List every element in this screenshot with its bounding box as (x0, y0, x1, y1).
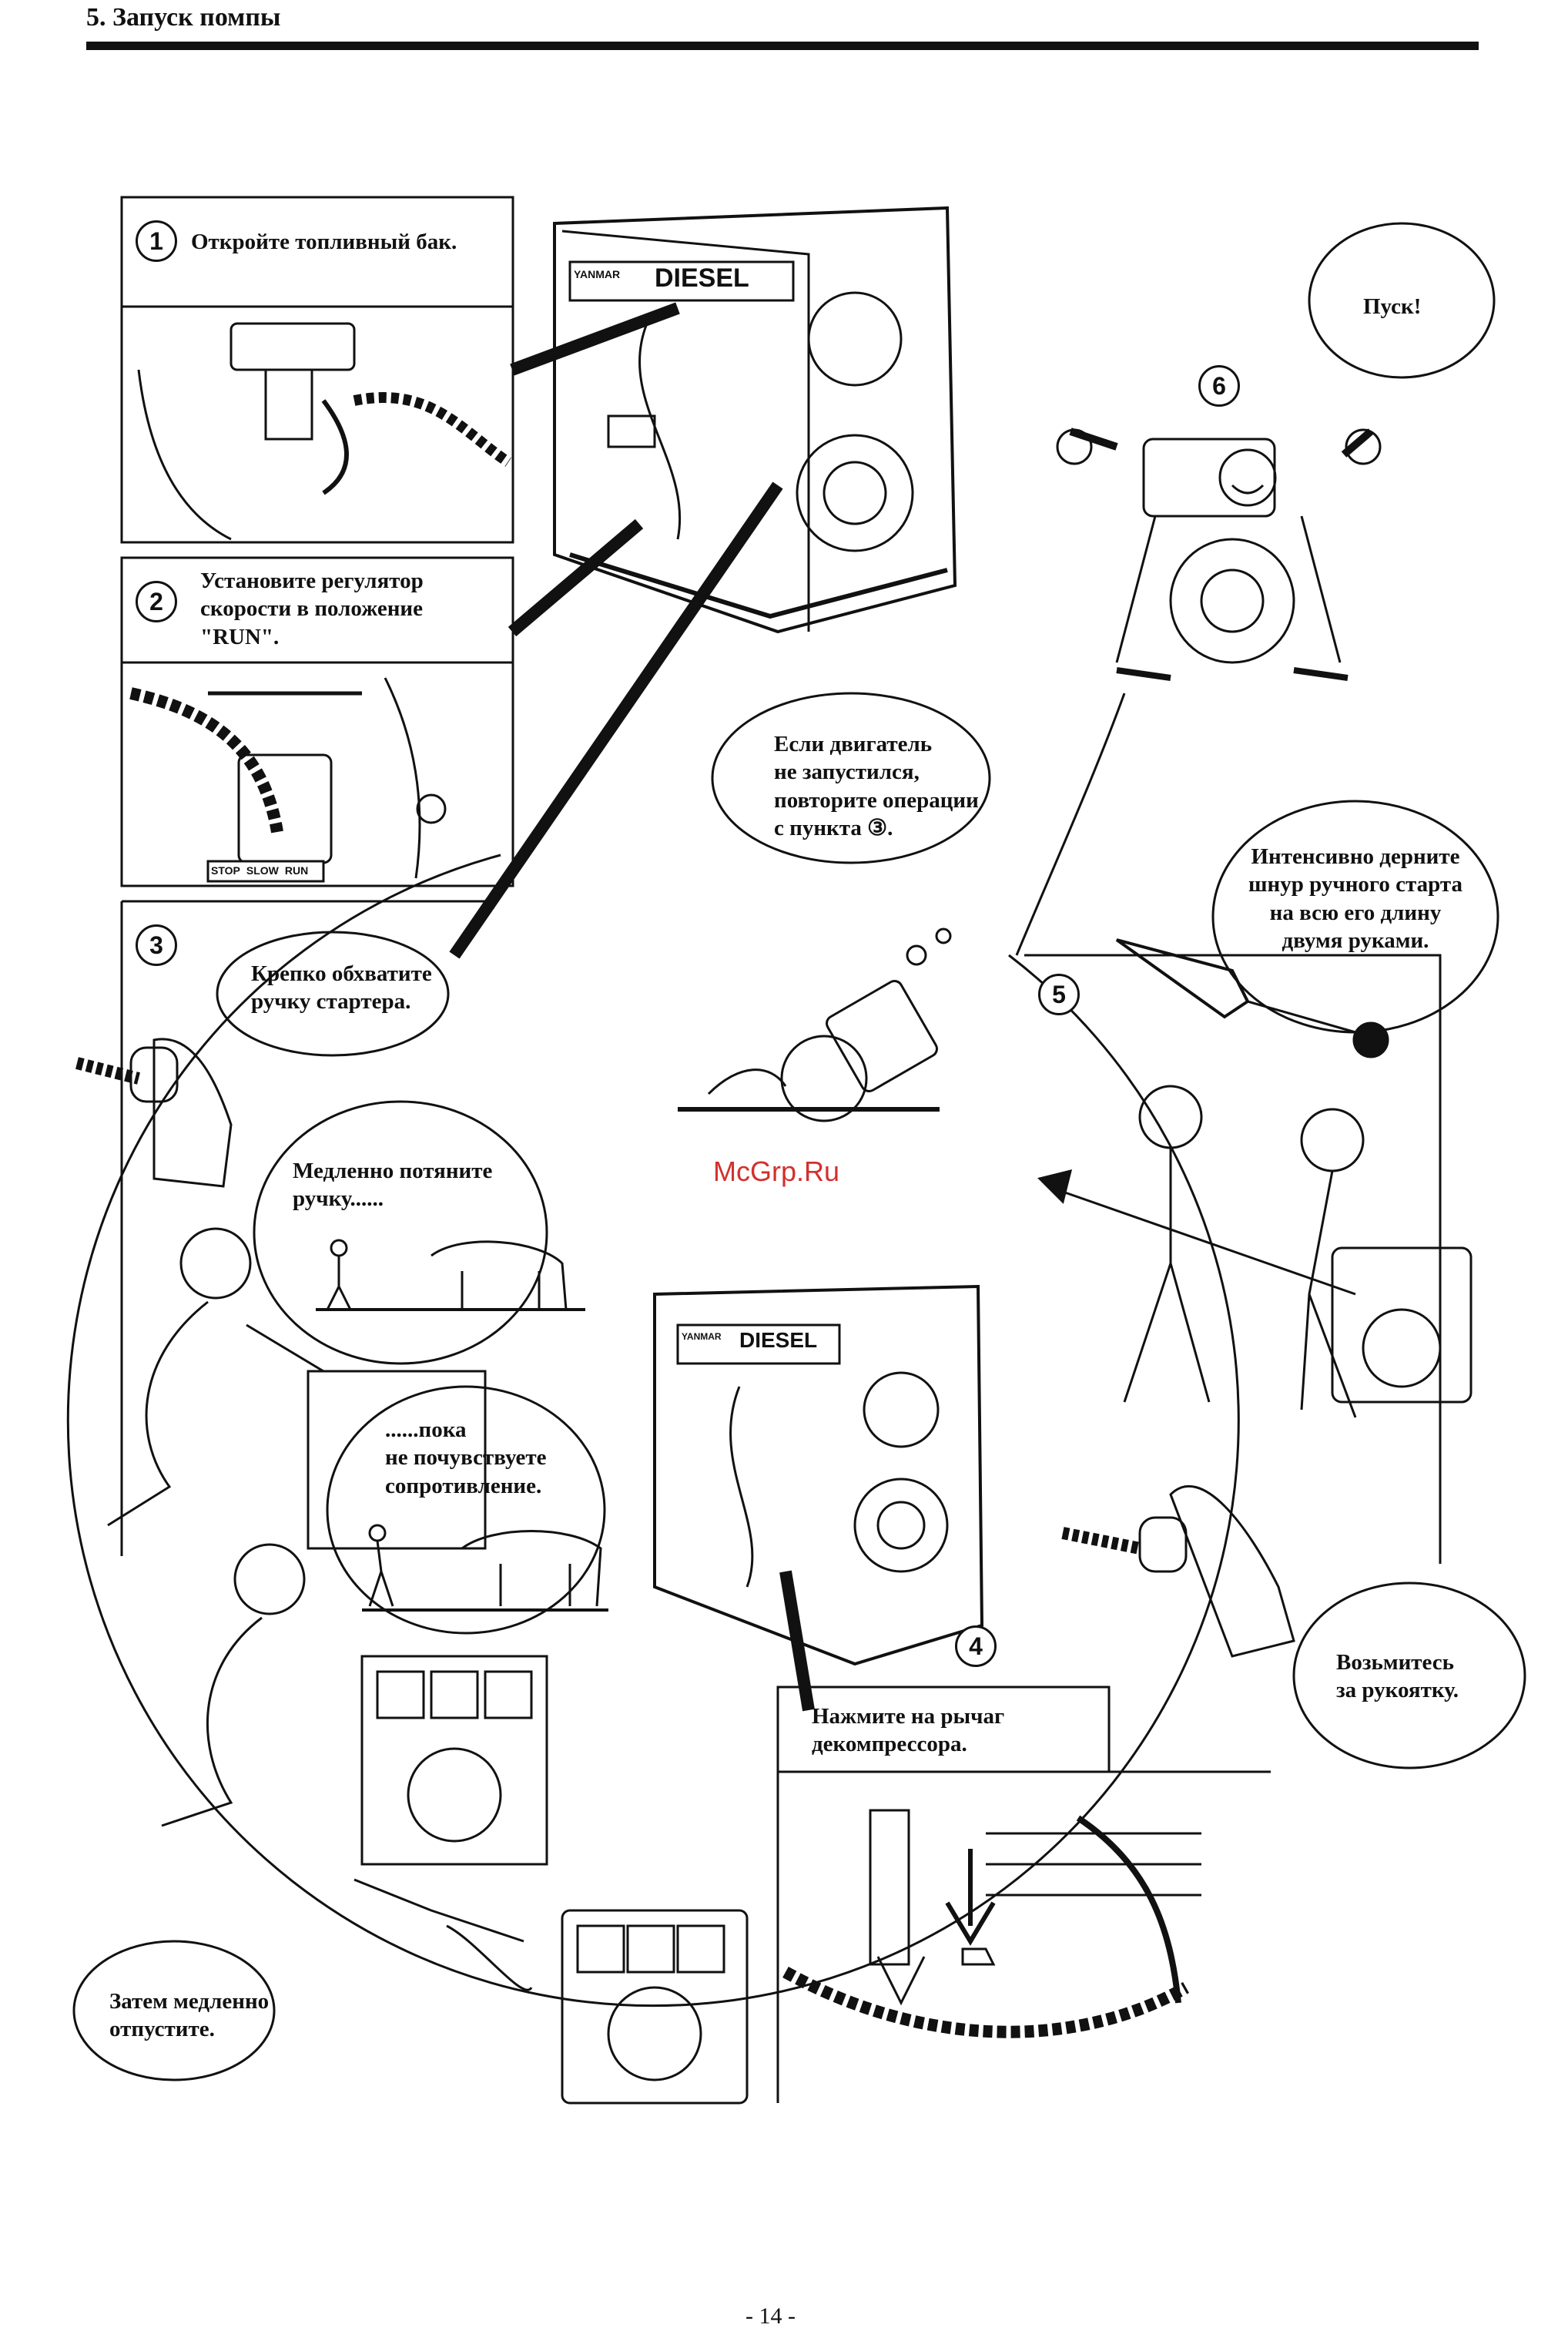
grab-bubble-text: Возьмитесь за рукоятку. (1336, 1649, 1459, 1705)
step1-text: Откройте топливный бак. (191, 230, 457, 254)
step4-text: Нажмите на рычаг декомпрессора. (812, 1702, 1004, 1759)
resistance-line: ......пока (385, 1417, 467, 1442)
step3-panel (120, 900, 494, 1556)
step2-panel (120, 556, 514, 887)
step6-bubble (1308, 222, 1496, 379)
retry-line: повторите операции (774, 787, 979, 813)
resistance-bubble (326, 1385, 606, 1635)
step2-number: 2 (136, 581, 177, 622)
speed-switch-labels: STOP SLOW RUN (211, 864, 308, 877)
grab-line: Возьмитесь (1336, 1650, 1454, 1675)
step3-text: Крепко обхватите ручку стартера. (251, 960, 432, 1016)
bull-scene-1-drawing (316, 1239, 585, 1311)
retry-bubble-text: Если двигатель не запустился, повторите … (774, 730, 979, 842)
header-rule (86, 42, 1479, 50)
step5-number: 5 (1038, 974, 1080, 1015)
happy-engine-drawing (1056, 428, 1382, 681)
switch-label-run: RUN (284, 864, 309, 877)
page-number: - 14 - (745, 2303, 796, 2329)
step5-line: Интенсивно дерните (1251, 844, 1460, 869)
fuel-valve-drawing (137, 322, 511, 541)
release-line: Затем медленно (109, 1989, 270, 2014)
step4-line: декомпрессора. (812, 1732, 967, 1757)
step2-text: Установите регулятор скорости в положени… (200, 567, 424, 651)
release-bubble (72, 1940, 276, 2081)
engine-top-model: DIESEL (655, 263, 749, 293)
grab-handle-drawing (1061, 1484, 1295, 1658)
retry-line: с пункта ③. (774, 815, 893, 840)
switch-label-slow: SLOW (246, 864, 279, 877)
grab-line: за рукоятку. (1336, 1678, 1459, 1703)
switch-label-stop: STOP (211, 864, 240, 877)
engine-middle-maker: YANMAR (682, 1331, 722, 1342)
engine-top-drawing (553, 206, 957, 634)
workers-pulling-drawing (1037, 1085, 1473, 1418)
engine-middle-drawing (653, 1284, 984, 1666)
slow-pull-bubble-text: Медленно потяните ручку...... (293, 1157, 492, 1213)
starter-grip-drawing (75, 1038, 233, 1188)
step5-line: двумя руками. (1282, 927, 1429, 953)
engine-top-maker: YANMAR (574, 268, 621, 280)
retry-bubble (711, 692, 991, 864)
sleeping-engine-drawing (678, 927, 952, 1122)
step3-grip-bubble (216, 931, 450, 1057)
section-title: 5. Запуск помпы (86, 3, 281, 32)
step5-text: Интенсивно дерните шнур ручного старта н… (1213, 843, 1498, 954)
step3-number: 3 (136, 924, 177, 966)
slow-pull-line: Медленно потяните (293, 1159, 493, 1183)
step5-line: на всю его длину (1269, 900, 1442, 925)
step3-line: Крепко обхватите (251, 961, 432, 986)
resistance-bubble-text: ......пока не почувствуете сопротивление… (385, 1416, 547, 1500)
slow-pull-line: ручку...... (293, 1186, 384, 1212)
step1-number: 1 (136, 220, 177, 262)
speed-lever-drawing (129, 677, 447, 883)
release-scene-drawing (353, 1878, 749, 2105)
step5-bubble (1211, 800, 1499, 1034)
slow-pull-bubble (253, 1100, 548, 1365)
step3-line: ручку стартера. (251, 989, 411, 1015)
retry-line: Если двигатель (774, 732, 933, 756)
step2-line: Установите регулятор (200, 569, 424, 593)
step6-number: 6 (1198, 365, 1240, 407)
release-bubble-text: Затем медленно отпустите. (109, 1987, 269, 2044)
decompressor-lever-drawing (782, 1809, 1201, 2038)
watermark: McGrp.Ru (713, 1156, 840, 1187)
release-line: отпустите. (109, 2017, 215, 2042)
step5-line: шнур ручного старта (1248, 872, 1462, 897)
resistance-line: сопротивление. (385, 1473, 542, 1498)
rocket-drawing (1115, 938, 1389, 1058)
grab-bubble (1292, 1582, 1526, 1769)
engine-middle-model: DIESEL (739, 1328, 818, 1352)
step6-text: Пуск! (1363, 294, 1422, 319)
resistance-line: не почувствуете (385, 1445, 547, 1471)
page-header: 5. Запуск помпы (86, 0, 1473, 34)
step4-number: 4 (955, 1625, 997, 1667)
bull-scene-2-drawing (362, 1524, 608, 1612)
step2-line: скорости в положение (200, 596, 423, 622)
kneeling-workers-drawing (107, 1227, 548, 1866)
retry-line: не запустился, (774, 760, 920, 785)
step4-line: Нажмите на рычаг (812, 1704, 1005, 1729)
step2-line: "RUN". (200, 624, 280, 649)
